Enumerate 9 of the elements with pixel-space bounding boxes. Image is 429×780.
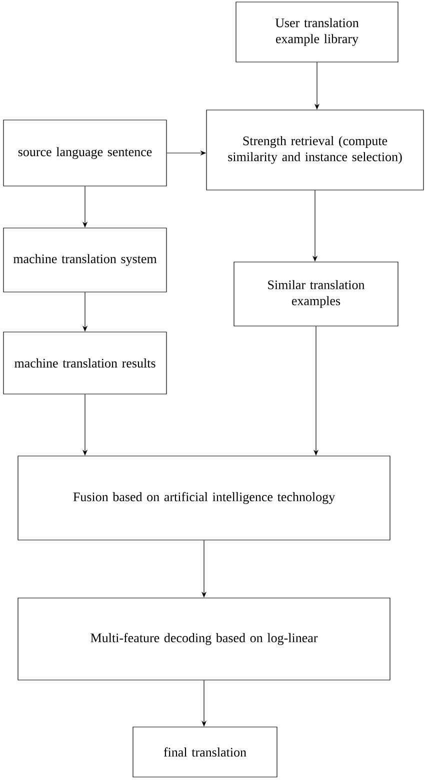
process-box: machine translation results [3,332,167,394]
process-box: Fusion based on artificial intelligence technology [18,456,390,540]
process-box: User translation example library [236,2,398,62]
process-box: Similar translation examples [234,262,398,326]
process-box: Strength retrieval (compute similarity and instance selection) [206,110,424,190]
process-box: Multi-feature decoding based on log-linear [18,598,390,680]
process-box: final translation [132,726,278,778]
process-box: source language sentence [3,120,167,186]
process-box: machine translation system [3,228,167,292]
